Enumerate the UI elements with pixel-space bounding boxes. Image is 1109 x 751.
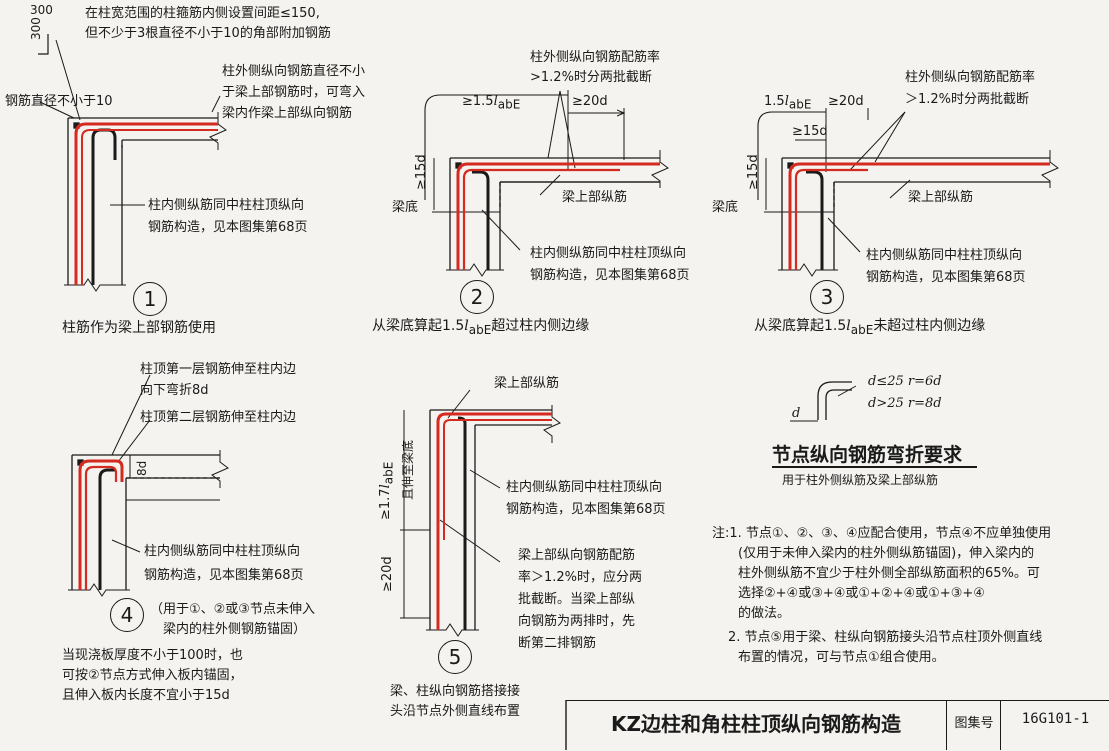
node2-note-top-1: 柱外侧纵向钢筋配筋率 xyxy=(530,50,661,65)
node2-dim-a: ≥1.5labE xyxy=(462,94,521,112)
node5-note-mid-5: 断第二排钢筋 xyxy=(518,636,597,651)
note-1-line-3: 柱外侧纵筋不宜少于柱外侧全部纵筋面积的65%。可 xyxy=(738,566,1040,581)
node3-beam-bottom: 梁底 xyxy=(712,200,739,215)
node2-note-bottom-1: 柱内侧纵筋同中柱柱顶纵向 xyxy=(530,246,687,261)
node1-rebar xyxy=(74,122,218,285)
node4-dim-8d: 8d xyxy=(135,460,149,476)
node1-note-left: 钢筋直径不小于10 xyxy=(5,94,113,109)
node5-note-mid-1: 梁上部纵向钢筋配筋 xyxy=(518,548,636,563)
node1-drawing xyxy=(38,34,227,292)
node1-note-right-2: 于梁上部钢筋时，可弯入 xyxy=(222,85,366,100)
titleblock-divider-1 xyxy=(946,700,948,750)
titleblock-label: 图集号 xyxy=(954,716,994,731)
titleblock-divider-2 xyxy=(1000,700,1002,750)
node3-dim-c: ≥15d xyxy=(792,124,828,139)
bend-subtitle: 用于柱外侧纵筋及梁上部纵筋 xyxy=(782,473,939,487)
node5-caption-2: 头沿节点外侧直线布置 xyxy=(390,704,521,719)
node3-dim-a: 1.5labE xyxy=(764,94,812,112)
node3-note-top-2: ＞1.2%时分两批截断 xyxy=(905,92,1030,107)
node1-note-top-2: 但不少于3根直径不小于10的角部附加钢筋 xyxy=(85,26,331,41)
node5-note-right-2: 钢筋构造，见本图集第68页 xyxy=(506,502,666,517)
node4-number: 4 xyxy=(110,598,144,632)
node2-rebar xyxy=(456,162,660,270)
node3-rebar xyxy=(788,162,1050,270)
node2-note-top-2: >1.2%时分两批截断 xyxy=(530,70,652,85)
node4-extra-1: 当现浇板厚度不小于100时，也 xyxy=(62,648,243,663)
node1-note-bottom-2: 钢筋构造，见本图集第68页 xyxy=(148,220,308,235)
bend-drawing xyxy=(790,381,857,422)
node4-drawing xyxy=(68,374,229,597)
note-1-line-5: 的做法。 xyxy=(738,606,791,621)
node1-dim-300-side: 300 xyxy=(29,17,43,40)
node2-beam-top-label: 梁上部纵筋 xyxy=(562,190,628,205)
node3-note-bottom-2: 钢筋构造，见本图集第68页 xyxy=(866,270,1026,285)
node4-number-note-1: （用于①、②或③节点未伸入 xyxy=(150,602,315,617)
node5-dim-a-note: 且伸至梁底 xyxy=(401,439,415,500)
node4-note-bottom-2: 钢筋构造，见本图集第68页 xyxy=(144,568,304,583)
node1-note-top-1: 在柱宽范围的柱箍筋内侧设置间距≤150, xyxy=(85,6,320,21)
node1-note-right-3: 梁内作梁上部纵向钢筋 xyxy=(222,106,353,121)
note-2-line-1: 2. 节点⑤用于梁、柱纵向钢筋接头沿节点柱顶外侧直线 xyxy=(728,630,1043,645)
node4-number-note-2: 梁内的柱外侧钢筋锚固） xyxy=(163,622,307,637)
titleblock-title: KZ边柱和角柱柱顶纵向钢筋构造 xyxy=(611,712,901,736)
titleblock-value: 16G101-1 xyxy=(1021,711,1090,727)
node1-note-right-1: 柱外侧纵向钢筋直径不小 xyxy=(222,64,366,79)
node2-dim-b: ≥20d xyxy=(572,94,608,109)
note-1-line-1: 注:1. 节点①、②、③、④应配合使用，节点④不应单独使用 xyxy=(712,526,1052,541)
node5-note-mid-4: 向钢筋为两排时，先 xyxy=(518,614,636,629)
node4-note-top-1: 柱顶第一层钢筋伸至柱内边 xyxy=(140,362,297,377)
node2-drawing xyxy=(424,90,669,277)
node3-dim-b: ≥20d xyxy=(828,94,864,109)
node3-beam-top-label: 梁上部纵筋 xyxy=(908,190,974,205)
node5-rebar xyxy=(436,412,552,630)
node2-number: 2 xyxy=(460,280,494,314)
node4-note-top-3: 柱顶第二层钢筋伸至柱内边 xyxy=(140,410,297,425)
node4-extra-3: 且伸入板内长度不宜小于15d xyxy=(62,688,230,703)
node4-rebar xyxy=(78,459,124,590)
node1-dim-300-top: 300 xyxy=(30,3,53,17)
node2-dim-side: ≥15d xyxy=(414,154,429,190)
node1-caption: 柱筋作为梁上部钢筋使用 xyxy=(62,320,216,336)
node3-dim-side: ≥15d xyxy=(746,154,761,190)
node5-note-mid-2: 率＞1.2%时，应分两 xyxy=(518,570,643,585)
note-1-line-2: (仅用于未伸入梁内的柱外侧纵筋锚固)，伸入梁内的 xyxy=(738,546,1035,561)
bend-d-label: d xyxy=(792,406,801,421)
node5-dim-a: ≥1.7labE xyxy=(378,461,396,520)
node2-beam-bottom: 梁底 xyxy=(392,200,419,215)
bend-title-underline xyxy=(772,466,977,468)
node3-note-top-1: 柱外侧纵向钢筋配筋率 xyxy=(905,70,1036,85)
titleblock xyxy=(566,700,1109,751)
node5-caption-1: 梁、柱纵向钢筋搭接接 xyxy=(390,684,521,699)
node5-beam-top-label: 梁上部纵筋 xyxy=(494,376,560,391)
node1-note-bottom-1: 柱内侧纵筋同中柱柱顶纵向 xyxy=(148,198,305,213)
node2-note-bottom-2: 钢筋构造，见本图集第68页 xyxy=(530,268,690,283)
node4-note-top-2: 向下弯折8d xyxy=(140,383,209,398)
note-1-line-4: 选择②+④或③+④或①+②+④或①+③+④ xyxy=(738,586,985,601)
node1-number: 1 xyxy=(133,282,167,316)
node4-note-bottom-1: 柱内侧纵筋同中柱柱顶纵向 xyxy=(144,544,301,559)
node5-note-mid-3: 批截断。当梁上部纵 xyxy=(518,592,636,607)
node3-caption: 从梁底算起1.5labE未超过柱内侧边缘 xyxy=(754,318,986,337)
node5-number: 5 xyxy=(438,640,472,674)
node3-number: 3 xyxy=(810,280,844,314)
bend-title: 节点纵向钢筋弯折要求 xyxy=(772,444,963,466)
node5-note-right-1: 柱内侧纵筋同中柱柱顶纵向 xyxy=(506,480,663,495)
node3-note-bottom-1: 柱内侧纵筋同中柱柱顶纵向 xyxy=(866,248,1023,263)
node2-caption: 从梁底算起1.5labE超过柱内侧边缘 xyxy=(372,318,590,337)
node5-dim-b: ≥20d xyxy=(380,556,395,592)
bend-rule-1: d≤25 r=6d xyxy=(868,374,942,389)
note-2-line-2: 布置的情况，可与节点①组合使用。 xyxy=(738,650,945,665)
node4-extra-2: 可按②节点方式伸入板内锚固， xyxy=(62,668,243,683)
bend-rule-2: d>25 r=8d xyxy=(868,396,942,411)
